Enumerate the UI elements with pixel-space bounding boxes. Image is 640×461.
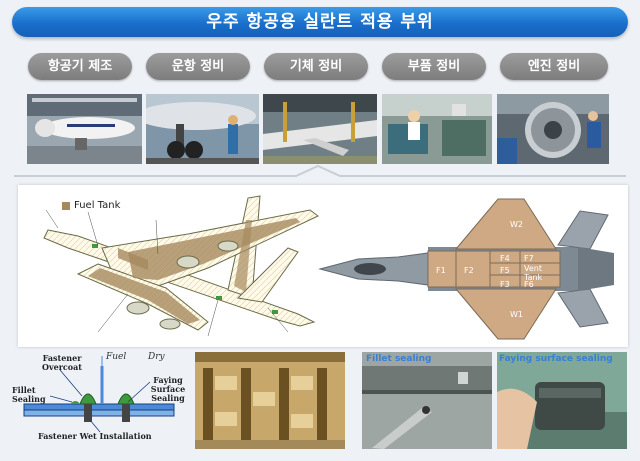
zone-tank-label: Tank [523,273,543,282]
category-airframe-maintenance[interactable]: 기체 정비 [264,53,368,80]
fastener-sealing-diagram: Fastener Overcoat Fillet Sealing Faying … [10,352,190,449]
zone-w2-label: W2 [510,220,523,229]
category-component-maintenance[interactable]: 부품 정비 [382,53,486,80]
fastener-wet-installation-label: Fastener Wet Installation [38,431,152,441]
zone-vent-label: Vent [524,264,542,273]
fillet-sealing-label: Fillet Sealing [12,385,46,404]
photo-faying-surface-sealing: Faying surface sealing [497,352,627,449]
fuel-side-label: Fuel [106,352,127,362]
dry-side-label: Dry [148,352,165,362]
category-tabs: 항공기 제조 운항 정비 기체 정비 부품 정비 엔진 정비 [0,53,640,80]
photo-aircraft-manufacturing [27,94,142,164]
zone-f3-label: F3 [500,280,510,289]
section-divider [14,164,626,177]
zone-f1-label: F1 [436,266,446,275]
fillet-sealing-photo-label: Fillet sealing [366,354,432,364]
fighter-jet-fuel-tank-diagram: W2 W1 F1 F2 F3 F4 F5 F6 F7 Vent Tank [318,198,614,340]
photo-wing-tank-interior [195,352,345,449]
category-flight-maintenance[interactable]: 운항 정비 [146,53,250,80]
category-aircraft-manufacturing[interactable]: 항공기 제조 [28,53,132,80]
faying-surface-sealing-photo-label: Faying surface sealing [499,354,613,364]
zone-f7-label: F7 [524,254,534,263]
zone-f4-label: F4 [500,254,510,263]
page-title-banner: 우주 항공용 실란트 적용 부위 [12,7,628,37]
photo-fillet-sealing: Fillet sealing [362,352,492,449]
fuel-tank-swatch [62,201,70,210]
photo-airframe-maintenance [263,94,377,164]
zone-f6-label: F6 [524,280,534,289]
fastener-overcoat-label: Fastener Overcoat [41,353,82,372]
photo-flight-maintenance [146,94,259,164]
zone-f2-label: F2 [464,266,474,275]
page-title: 우주 항공용 실란트 적용 부위 [206,12,434,32]
photo-component-maintenance [382,94,492,164]
aircraft-diagram-panel: W2 W1 F1 F2 F3 F4 F5 F6 F7 Vent Tank [18,185,628,347]
zone-f5-label: F5 [500,266,510,275]
fuel-tank-legend-label: Fuel Tank [74,200,121,211]
airliner-cutaway-diagram [43,195,319,337]
zone-w1-label: W1 [510,310,523,319]
faying-surface-sealing-label: Faying Surface Sealing [150,375,186,403]
fuel-tank-legend: Fuel Tank [62,200,120,211]
photo-engine-maintenance [497,94,609,164]
category-engine-maintenance[interactable]: 엔진 정비 [500,53,608,80]
